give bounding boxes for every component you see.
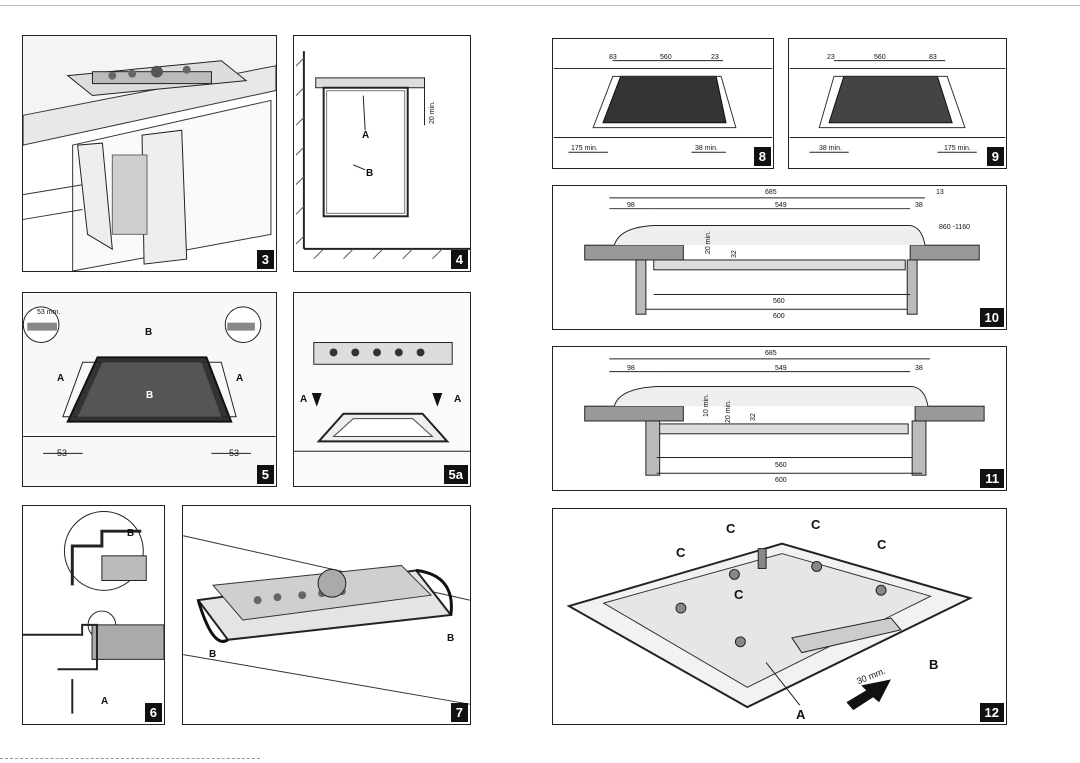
figure-4: A B 20 min. 4 [293, 35, 471, 272]
kitchen-cabinet-illustration [23, 36, 276, 271]
dimension-23: 23 [711, 54, 719, 61]
dimension-32: 32 [750, 413, 757, 421]
dimension-560: 560 [874, 54, 886, 61]
dimension-600: 600 [775, 477, 787, 484]
dimension-20min: 20 min. [429, 101, 436, 124]
label-b-top: B [145, 327, 153, 338]
hob-insertion-illustration [294, 293, 470, 486]
label-b-center: B [146, 390, 154, 401]
dimension-685: 685 [765, 189, 777, 196]
worktop-cutout-illustration [23, 293, 276, 486]
label-c-2: C [726, 521, 736, 536]
figure-number: 5a [443, 465, 468, 484]
dimension-83: 83 [929, 54, 937, 61]
figure-6: B A 6 [22, 505, 165, 725]
label-a-right: A [236, 373, 244, 384]
figure-7: B B 7 [182, 505, 471, 725]
figure-number: 5 [256, 465, 274, 484]
cross-section-diagram-11 [584, 358, 985, 476]
left-side-cutout-plan [553, 60, 773, 153]
figure-11: 685 98 549 38 10 min. 20 min. 32 560 600… [552, 346, 1007, 491]
label-b: B [929, 657, 939, 672]
label-a-left: A [57, 373, 65, 384]
dimension-175min: 175 min. [944, 145, 971, 152]
label-a: A [796, 707, 806, 722]
dimension-560: 560 [775, 462, 787, 469]
label-a-right: A [454, 394, 462, 405]
label-a: A [101, 696, 109, 707]
label-b-left: B [209, 649, 217, 660]
figure-number: 3 [256, 250, 274, 269]
dimension-53-left: 53 [57, 448, 68, 458]
figure-3: 3 [22, 35, 277, 272]
dimension-549: 549 [775, 365, 787, 372]
figure-number: 7 [450, 703, 468, 722]
page-top-rule [0, 5, 1080, 6]
dimension-860-1160: 860 -1160 [939, 224, 971, 231]
figure-number: 11 [980, 469, 1004, 488]
label-c-1: C [676, 545, 686, 560]
figure-12: C C C C C B A 30 mm. 12 [552, 508, 1007, 725]
label-c-5: C [734, 587, 744, 602]
dimension-98: 98 [627, 365, 635, 372]
cabinet-side-section [295, 51, 470, 260]
dimension-560: 560 [660, 54, 672, 61]
figure-8: 83 560 23 175 min. 38 min. 8 [552, 38, 774, 169]
dimension-10min: 10 min. [703, 394, 710, 417]
hob-seal-illustration [183, 535, 470, 705]
dimension-83: 83 [609, 54, 617, 61]
figure-5a: A A 5a [293, 292, 471, 487]
dimension-23: 23 [827, 54, 835, 61]
dimension-38: 38 [915, 365, 923, 372]
dimension-560: 560 [773, 298, 785, 305]
label-b-right: B [447, 633, 455, 644]
dimension-20min: 20 min. [705, 231, 712, 254]
page-bottom-rule [0, 758, 260, 759]
fixing-bracket-detail [23, 510, 164, 714]
label-c-4: C [877, 537, 887, 552]
hob-underside-illustration [566, 542, 973, 711]
dimension-175min: 175 min. [571, 145, 598, 152]
figure-number: 8 [753, 147, 771, 166]
dimension-53mm: 53 mm. [37, 309, 61, 316]
dimension-13: 13 [936, 189, 944, 196]
dimension-98: 98 [627, 202, 635, 209]
label-b: B [127, 528, 135, 539]
dimension-38: 38 [915, 202, 923, 209]
dimension-600: 600 [773, 313, 785, 320]
figure-number: 12 [979, 703, 1004, 722]
right-side-cutout-plan [789, 60, 1006, 153]
figure-10: 685 13 98 549 38 860 -1160 20 min. 32 56… [552, 185, 1007, 330]
label-a: A [362, 130, 370, 141]
figure-5: 53 mm. B B A A 53 53 5 [22, 292, 277, 487]
figure-number: 9 [986, 147, 1004, 166]
figure-number: 6 [144, 703, 162, 722]
dimension-20min: 20 min. [725, 400, 732, 423]
figure-number: 10 [979, 308, 1004, 327]
label-b: B [366, 168, 374, 179]
dimension-53-right: 53 [229, 448, 240, 458]
dimension-549: 549 [775, 202, 787, 209]
dimension-32: 32 [731, 250, 738, 258]
dimension-38min: 38 min. [819, 145, 842, 152]
label-c-3: C [811, 517, 821, 532]
label-a-left: A [300, 394, 308, 405]
dimension-685: 685 [765, 350, 777, 357]
figure-number: 4 [450, 250, 468, 269]
figure-9: 23 560 83 38 min. 175 min. 9 [788, 38, 1007, 169]
cross-section-diagram-10 [584, 197, 980, 315]
dimension-38min: 38 min. [695, 145, 718, 152]
